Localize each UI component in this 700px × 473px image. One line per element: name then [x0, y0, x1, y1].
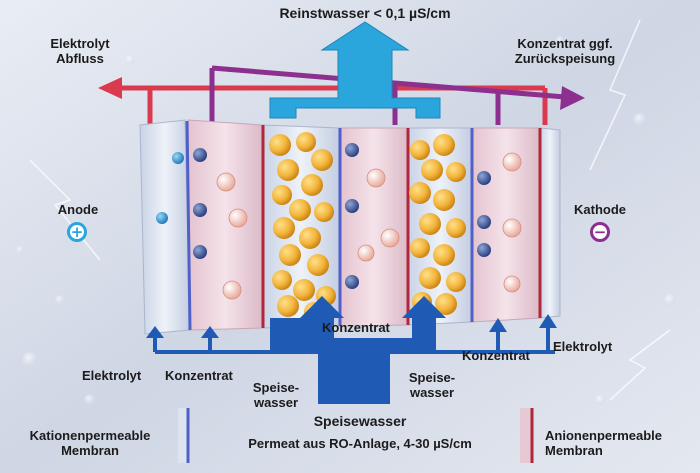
pure-water-label: Reinstwasser < 0,1 µS/cm — [279, 5, 451, 21]
concentrate-outlet-line-2: Zurückspeisung — [514, 51, 616, 66]
cation-ions — [156, 143, 491, 289]
speisewasser-left-line-1: Speise- — [252, 380, 300, 395]
cell-anode-electrolyte — [139, 119, 191, 335]
anode-plus-icon: + — [67, 222, 87, 242]
anion-membrane-line-1: Anionenpermeable — [545, 428, 663, 443]
cathode-minus-icon: − — [590, 222, 610, 242]
speisewasser-right-label: Speise- wasser — [402, 370, 462, 400]
speisewasser-left-line-2: wasser — [253, 395, 299, 410]
speisewasser-left-label: Speise- wasser — [246, 380, 306, 410]
electrolyte-outlet-label: Elektrolyt Abfluss — [20, 36, 140, 66]
konzentrat-left-label: Konzentrat — [165, 368, 233, 383]
anion-ions — [216, 152, 522, 300]
elektrolyt-left-label: Elektrolyt — [82, 368, 142, 383]
concentrate-outlet-arrowhead — [560, 86, 585, 110]
cation-membrane-line-2: Membran — [61, 443, 119, 458]
cell-concentrate-2 — [339, 127, 409, 327]
speisewasser-right-line-2: wasser — [409, 385, 455, 400]
feed-water-title: Speisewasser — [313, 413, 407, 429]
feed-water-manifold — [153, 326, 555, 354]
cell-cathode-electrolyte — [539, 127, 561, 319]
anion-membrane-line-2: Membran — [545, 443, 603, 458]
cation-membrane-line — [185, 120, 192, 331]
feed-water-arrowheads — [146, 314, 557, 338]
concentrate-outlet-line-1: Konzentrat ggf. — [517, 36, 613, 51]
konzentrat-right-label: Konzentrat — [462, 348, 530, 363]
anode-label: Anode — [57, 202, 99, 217]
cathode-label: Kathode — [574, 202, 626, 217]
cation-membrane-line-1: Kationenpermeable — [29, 428, 151, 443]
concentrate-outlet-label: Konzentrat ggf. Zurückspeisung — [490, 36, 640, 66]
feed-water-spec: Permeat aus RO-Anlage, 4-30 µS/cm — [248, 436, 472, 451]
membranes — [185, 120, 542, 331]
background-bubbles — [16, 36, 676, 406]
pure-water-outlet — [269, 21, 441, 119]
elektrolyt-right-label: Elektrolyt — [553, 339, 613, 354]
anion-membrane-label: Anionenpermeable Membran — [545, 428, 662, 458]
speisewasser-right-line-1: Speise- — [408, 370, 456, 385]
cation-membrane-label: Kationenpermeable Membran — [10, 428, 170, 458]
electrolyte-outlet-line-1: Elektrolyt — [50, 36, 110, 51]
cation-membrane-swatch — [178, 408, 188, 463]
electrolyte-outlet-arrowhead — [98, 77, 122, 99]
anion-membrane-swatch — [520, 408, 532, 463]
electrolyte-outlet-line-2: Abfluss — [56, 51, 104, 66]
konzentrat-center-label: Konzentrat — [322, 320, 390, 335]
